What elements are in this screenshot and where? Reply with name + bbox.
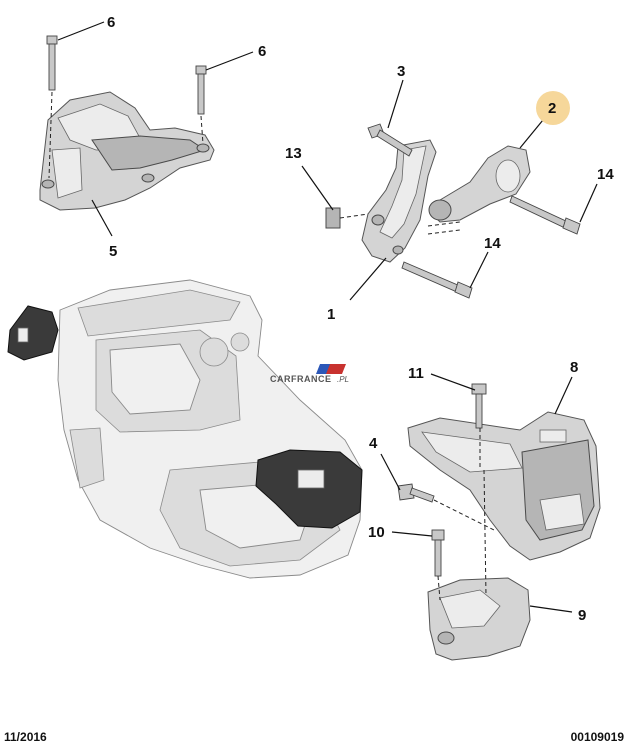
- callout-14-lower: 14: [484, 235, 501, 252]
- part-14-bolts: [401, 195, 581, 299]
- watermark-logo: CARFRANCE .PL: [270, 364, 349, 384]
- callout-3: 3: [397, 63, 405, 80]
- callout-5: 5: [109, 243, 117, 260]
- part-1-bracket: [361, 139, 437, 263]
- callout-10: 10: [368, 524, 385, 541]
- part-2-torque-rod: [427, 145, 531, 235]
- watermark-text: CARFRANCE: [270, 374, 332, 384]
- part-5-upper-mount: [39, 35, 215, 211]
- watermark-suffix: .PL: [337, 375, 349, 384]
- callout-9: 9: [578, 607, 586, 624]
- callout-1: 1: [327, 306, 335, 323]
- footer-date: 11/2016: [4, 730, 47, 744]
- part-13-stud: [325, 207, 369, 229]
- callout-11: 11: [408, 365, 424, 382]
- part-3-bolt: [367, 123, 413, 157]
- callout-2-highlight: [536, 91, 570, 125]
- callout-2: 2: [548, 100, 556, 117]
- callouts: 6 6 3 2 13 14 14 1 5 11 8 4 10 9: [107, 14, 614, 624]
- callout-14-upper: 14: [597, 166, 614, 183]
- callout-13: 13: [285, 145, 302, 162]
- footer-reference: 00109019: [570, 730, 624, 744]
- leader-lines: [57, 21, 598, 613]
- part-8-bracket: [397, 383, 601, 561]
- engine-gearbox-assembly: [7, 279, 363, 579]
- callout-6-right: 6: [258, 43, 266, 60]
- callout-6-left: 6: [107, 14, 115, 31]
- part-9-support: [427, 469, 531, 661]
- callout-4: 4: [369, 435, 378, 452]
- callout-8: 8: [570, 359, 578, 376]
